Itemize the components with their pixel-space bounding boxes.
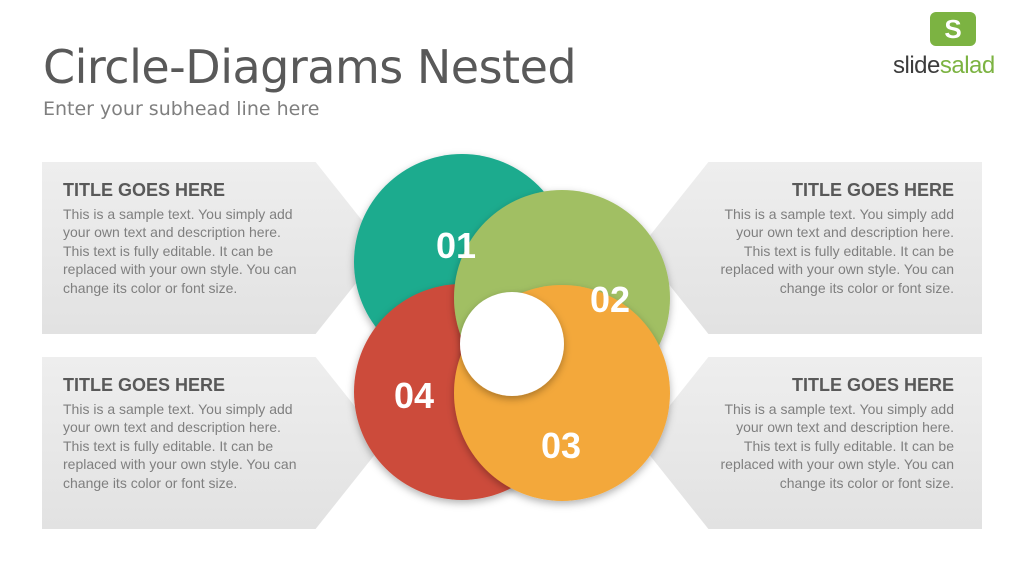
circle-label-04: 04 xyxy=(394,375,434,416)
panel-bottom-left: TITLE GOES HERE This is a sample text. Y… xyxy=(42,357,384,529)
center-hole xyxy=(460,292,564,396)
panel-body: This is a sample text. You simply add yo… xyxy=(63,401,297,491)
logo-badge-icon: S xyxy=(930,12,976,46)
panel-title: TITLE GOES HERE xyxy=(63,180,226,200)
circle-label-03: 03 xyxy=(541,425,581,466)
panel-body: This is a sample text. You simply add yo… xyxy=(720,206,954,296)
panel-body: This is a sample text. You simply add yo… xyxy=(720,401,954,491)
logo-word-part1: slide xyxy=(893,52,940,79)
logo-wordmark: slidesalad xyxy=(893,52,995,80)
panel-body: This is a sample text. You simply add yo… xyxy=(63,206,297,296)
panel-title: TITLE GOES HERE xyxy=(63,375,226,395)
panel-bottom-right: TITLE GOES HERE This is a sample text. Y… xyxy=(640,357,982,529)
slidesalad-logo: S slidesalad xyxy=(893,12,1017,82)
logo-word-part2: salad xyxy=(939,52,995,79)
slide-subtitle: Enter your subhead line here xyxy=(43,98,320,120)
panel-title: TITLE GOES HERE xyxy=(791,180,954,200)
circle-label-02: 02 xyxy=(590,279,630,320)
panel-top-left: TITLE GOES HERE This is a sample text. Y… xyxy=(42,162,384,334)
slide-title: Circle-Diagrams Nested xyxy=(43,40,577,94)
panel-title: TITLE GOES HERE xyxy=(791,375,954,395)
circle-label-01: 01 xyxy=(436,225,476,266)
panel-top-right: TITLE GOES HERE This is a sample text. Y… xyxy=(640,162,982,334)
